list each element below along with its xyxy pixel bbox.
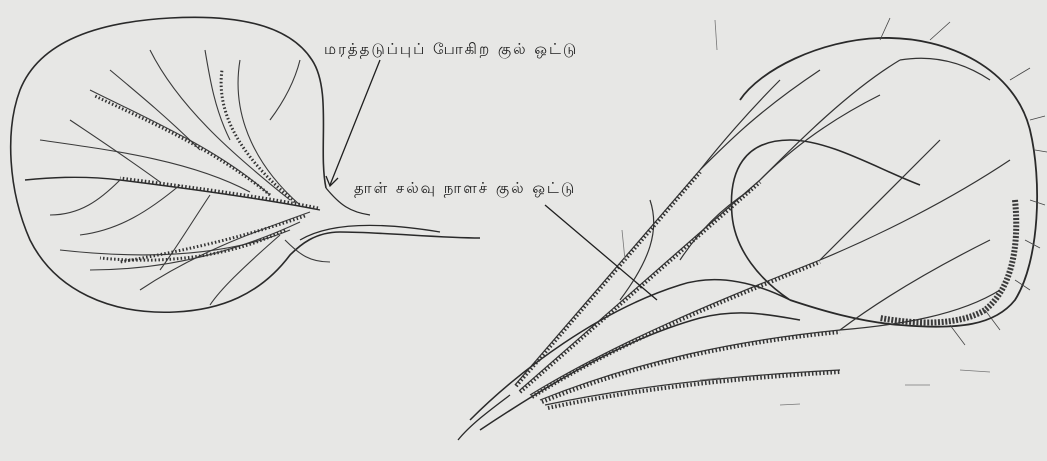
left-leaf-midrib bbox=[25, 177, 320, 210]
left-leaf bbox=[11, 17, 480, 312]
right-leaf-outline bbox=[740, 38, 1037, 327]
right-leaf-veins bbox=[515, 58, 1010, 405]
pointer-line-top bbox=[330, 60, 380, 185]
sketch-marks bbox=[622, 20, 990, 405]
label-vessel-top: மரத்தடுப்புப் போகிற குல் ஒட்டு bbox=[324, 40, 578, 60]
right-leaf-inner-lobe bbox=[731, 140, 920, 300]
label-vessel-middle: தாள் சல்வு நாளச் குல் ஒட்டு bbox=[354, 179, 576, 199]
right-leaf-petiole bbox=[470, 280, 800, 430]
right-leaf bbox=[458, 18, 1047, 440]
right-leaf-hairs bbox=[880, 18, 1047, 345]
right-leaf-stem-base bbox=[458, 395, 510, 440]
left-leaf-outline bbox=[11, 17, 480, 312]
